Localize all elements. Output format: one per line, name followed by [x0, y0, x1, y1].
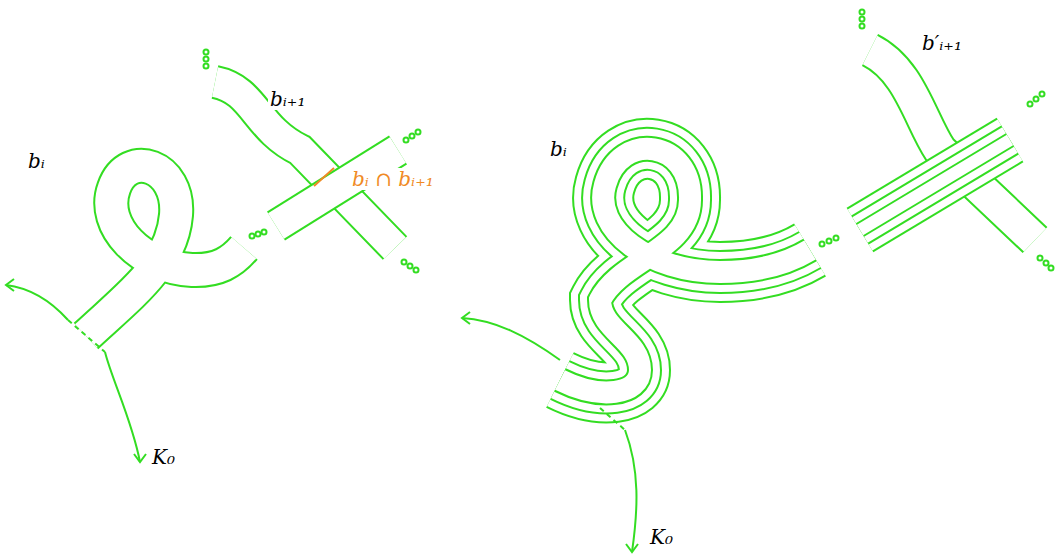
band-label: K₀	[648, 526, 675, 548]
band-label: b′ᵢ₊₁	[920, 32, 964, 54]
band-label: bᵢ	[26, 150, 47, 172]
band-label: K₀	[150, 446, 177, 468]
band-label: bᵢ ∩ bᵢ₊₁	[350, 168, 436, 190]
band-label: bᵢ₊₁	[268, 88, 307, 110]
band-label: bᵢ	[548, 138, 569, 160]
